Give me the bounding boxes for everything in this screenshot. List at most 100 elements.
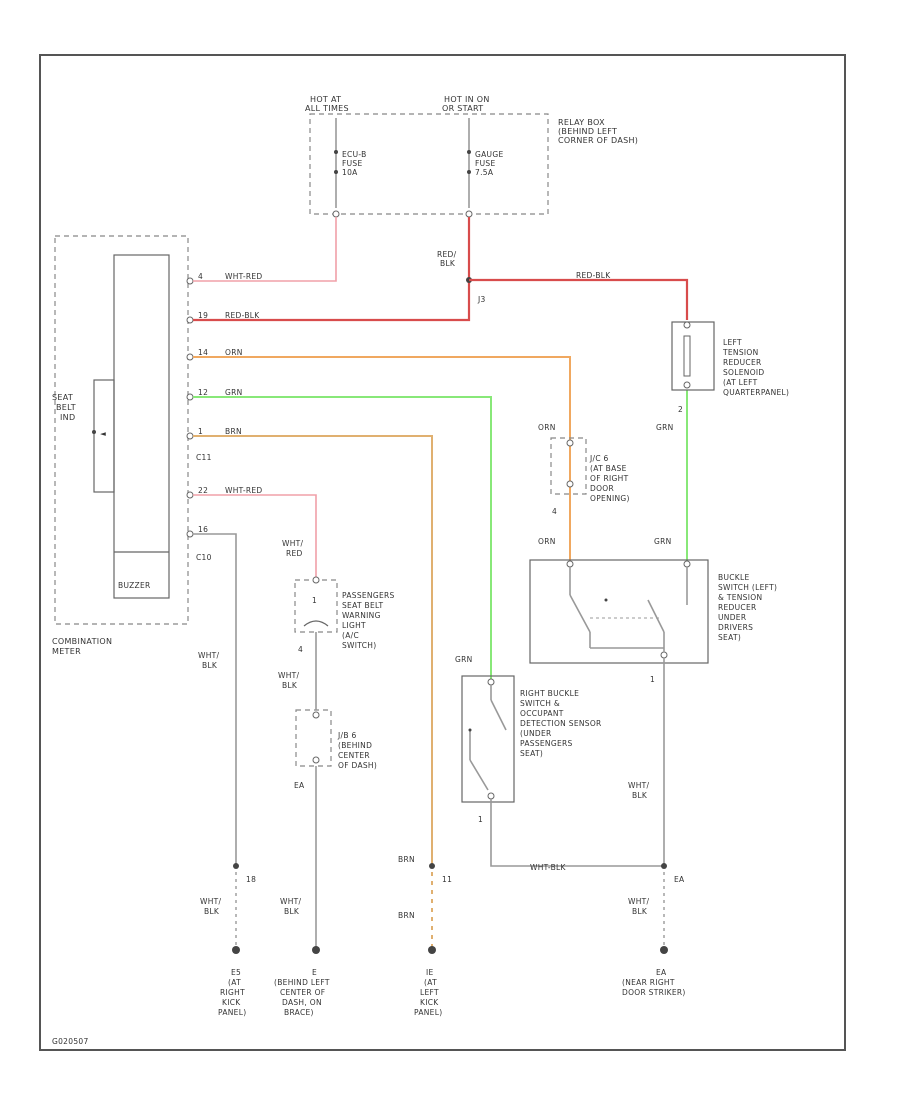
- wire-label-brn-b: BRN: [398, 911, 415, 920]
- wire-wht-red-lower: [193, 494, 317, 578]
- ground-e-label-1: E: [312, 968, 317, 977]
- buckle-left-label-4: REDUCER: [718, 603, 757, 612]
- seat-belt-ind-2: BELT: [56, 403, 76, 412]
- ground-e-label-5: BRACE): [284, 1008, 314, 1017]
- connector-c11: C11: [196, 453, 212, 462]
- buckle-left-label-5: UNDER: [718, 613, 746, 622]
- wire-red-blk-meter: [193, 280, 471, 322]
- right-buckle-label-1: RIGHT BUCKLE: [520, 689, 579, 698]
- wire-label-wht-blk-d1: WHT/: [628, 781, 650, 790]
- wire-brn: [193, 435, 433, 866]
- wire-label-wht-red-a1: WHT/: [282, 539, 304, 548]
- right-buckle-switch: RIGHT BUCKLE SWITCH & OCCUPANT DETECTION…: [455, 655, 601, 824]
- right-buckle-label-6: PASSENGERS: [520, 739, 573, 748]
- wire-grn: [193, 396, 492, 680]
- wire-label-grn-b: GRN: [654, 537, 672, 546]
- solenoid-label-6: QUARTERPANEL): [723, 388, 789, 397]
- pin-4: 4: [198, 272, 203, 281]
- jc-label-2: (AT BASE: [590, 464, 627, 473]
- pass-warning-label-4: LIGHT: [342, 621, 366, 630]
- wire-label-wht-blk-bottom: WHT-BLK: [530, 863, 567, 872]
- ground-ie-label-2: (AT: [424, 978, 437, 987]
- buckle-left-label-3: & TENSION: [718, 593, 762, 602]
- ground-ea-label-1: EA: [656, 968, 667, 977]
- ground-e5-pin: 18: [246, 875, 256, 884]
- fuse-left-pin: [332, 210, 340, 218]
- buckle-switch-left: BUCKLE SWITCH (LEFT) & TENSION REDUCER U…: [529, 537, 777, 684]
- ground-e-label-4: DASH, ON: [282, 998, 322, 1007]
- combination-meter: BUZZER SEAT BELT IND ◄ COMBINATION METER…: [52, 235, 212, 656]
- wire-label-wht-blk-b2: BLK: [282, 681, 298, 690]
- right-buckle-label-2: SWITCH &: [520, 699, 560, 708]
- ground-e-label-3: CENTER OF: [280, 988, 325, 997]
- svg-text:◄: ◄: [100, 429, 106, 438]
- pass-warning-label-5: (A/C: [342, 631, 359, 640]
- right-buckle-label-5: (UNDER: [520, 729, 552, 738]
- buckle-left-pin: 1: [650, 675, 655, 684]
- relay-box-label-2: (BEHIND LEFT: [558, 127, 617, 136]
- ground-ie-label-3: LEFT: [420, 988, 439, 997]
- jc-label-3: OF RIGHT: [590, 474, 629, 483]
- fuse-right-type: FUSE: [475, 159, 496, 168]
- wire-label-orn-b: ORN: [538, 537, 556, 546]
- wire-label-wht-blk-a1: WHT/: [198, 651, 220, 660]
- ground-e5-label-2: (AT: [228, 978, 241, 987]
- wire-label-red-blk-a2: BLK: [440, 259, 456, 268]
- buckle-left-label-1: BUCKLE: [718, 573, 750, 582]
- wire-label-grn-a: GRN: [656, 423, 674, 432]
- jb-pin: EA: [294, 781, 305, 790]
- solenoid-label-2: TENSION: [722, 348, 759, 357]
- fuse-right-pin: [465, 210, 473, 218]
- ground-ie-label-5: PANEL): [414, 1008, 442, 1017]
- buckle-left-label-6: DRIVERS: [718, 623, 753, 632]
- ground-e5: 18 WHT/ BLK E5 (AT RIGHT KICK PANEL): [200, 863, 256, 1017]
- solenoid-label-5: (AT LEFT: [723, 378, 758, 387]
- buckle-left-label-2: SWITCH (LEFT): [718, 583, 777, 592]
- ground-ea-label-3: DOOR STRIKER): [622, 988, 686, 997]
- right-buckle-pin: 1: [478, 815, 483, 824]
- wire-label-wht-blk-a2: BLK: [202, 661, 218, 670]
- fuse-block: HOT AT ALL TIMES HOT IN ON OR START RELA…: [305, 95, 638, 218]
- relay-box-label-3: CORNER OF DASH): [558, 136, 638, 145]
- wire-label-wht-blk-c1: WHT/: [200, 897, 222, 906]
- jb-label-1: J/B 6: [337, 731, 357, 740]
- solenoid-pin: 2: [678, 405, 683, 414]
- combination-meter-label-2: METER: [52, 647, 81, 656]
- pass-warning-label-3: WARNING: [342, 611, 381, 620]
- wire-wht-blk-bottom: [490, 799, 664, 867]
- jc-label-1: J/C 6: [589, 454, 609, 463]
- ground-ie-label-1: IE: [426, 968, 434, 977]
- jc-label-4: DOOR: [590, 484, 614, 493]
- wire-label-wht-blk-e1: WHT/: [280, 897, 302, 906]
- wire-label-wht-blk-e2: BLK: [284, 907, 300, 916]
- hot-left-1: HOT AT: [310, 95, 341, 104]
- wire-label-wht-red-lower: WHT-RED: [225, 486, 262, 495]
- ground-ea-pin: EA: [674, 875, 685, 884]
- wire-label-grn: GRN: [225, 388, 243, 397]
- wire-wht-red-top: [193, 217, 337, 282]
- pass-warning-pin-bottom: 4: [298, 645, 303, 654]
- pass-warning-label-6: SWITCH): [342, 641, 376, 650]
- ground-ie: 11 BRN BRN IE (AT LEFT KICK PANEL): [398, 855, 452, 1017]
- wire-label-wht-blk-f2: BLK: [632, 907, 648, 916]
- wire-label-wht-red-a2: RED: [286, 549, 303, 558]
- hot-left-2: ALL TIMES: [305, 104, 349, 113]
- fuse-right-name: GAUGE: [475, 150, 503, 159]
- wire-label-wht-blk-c2: BLK: [204, 907, 220, 916]
- seat-belt-ind-1: SEAT: [52, 393, 73, 402]
- wire-label-red-blk-a1: RED/: [437, 250, 457, 259]
- jc-pin: 4: [552, 507, 557, 516]
- ground-e: WHT/ BLK E (BEHIND LEFT CENTER OF DASH, …: [274, 897, 330, 1017]
- wire-label-wht-blk-b1: WHT/: [278, 671, 300, 680]
- wire-label-brn-a: BRN: [398, 855, 415, 864]
- ground-e5-label-4: KICK: [222, 998, 241, 1007]
- hot-right-1: HOT IN ON: [444, 95, 490, 104]
- ground-e-label-2: (BEHIND LEFT: [274, 978, 330, 987]
- wire-label-orn: ORN: [225, 348, 243, 357]
- junction-connector-jc6: J/C 6 (AT BASE OF RIGHT DOOR OPENING) 4 …: [538, 423, 629, 546]
- ground-e5-label-3: RIGHT: [220, 988, 245, 997]
- wire-orn: [193, 356, 571, 564]
- pin-12: 12: [198, 388, 208, 397]
